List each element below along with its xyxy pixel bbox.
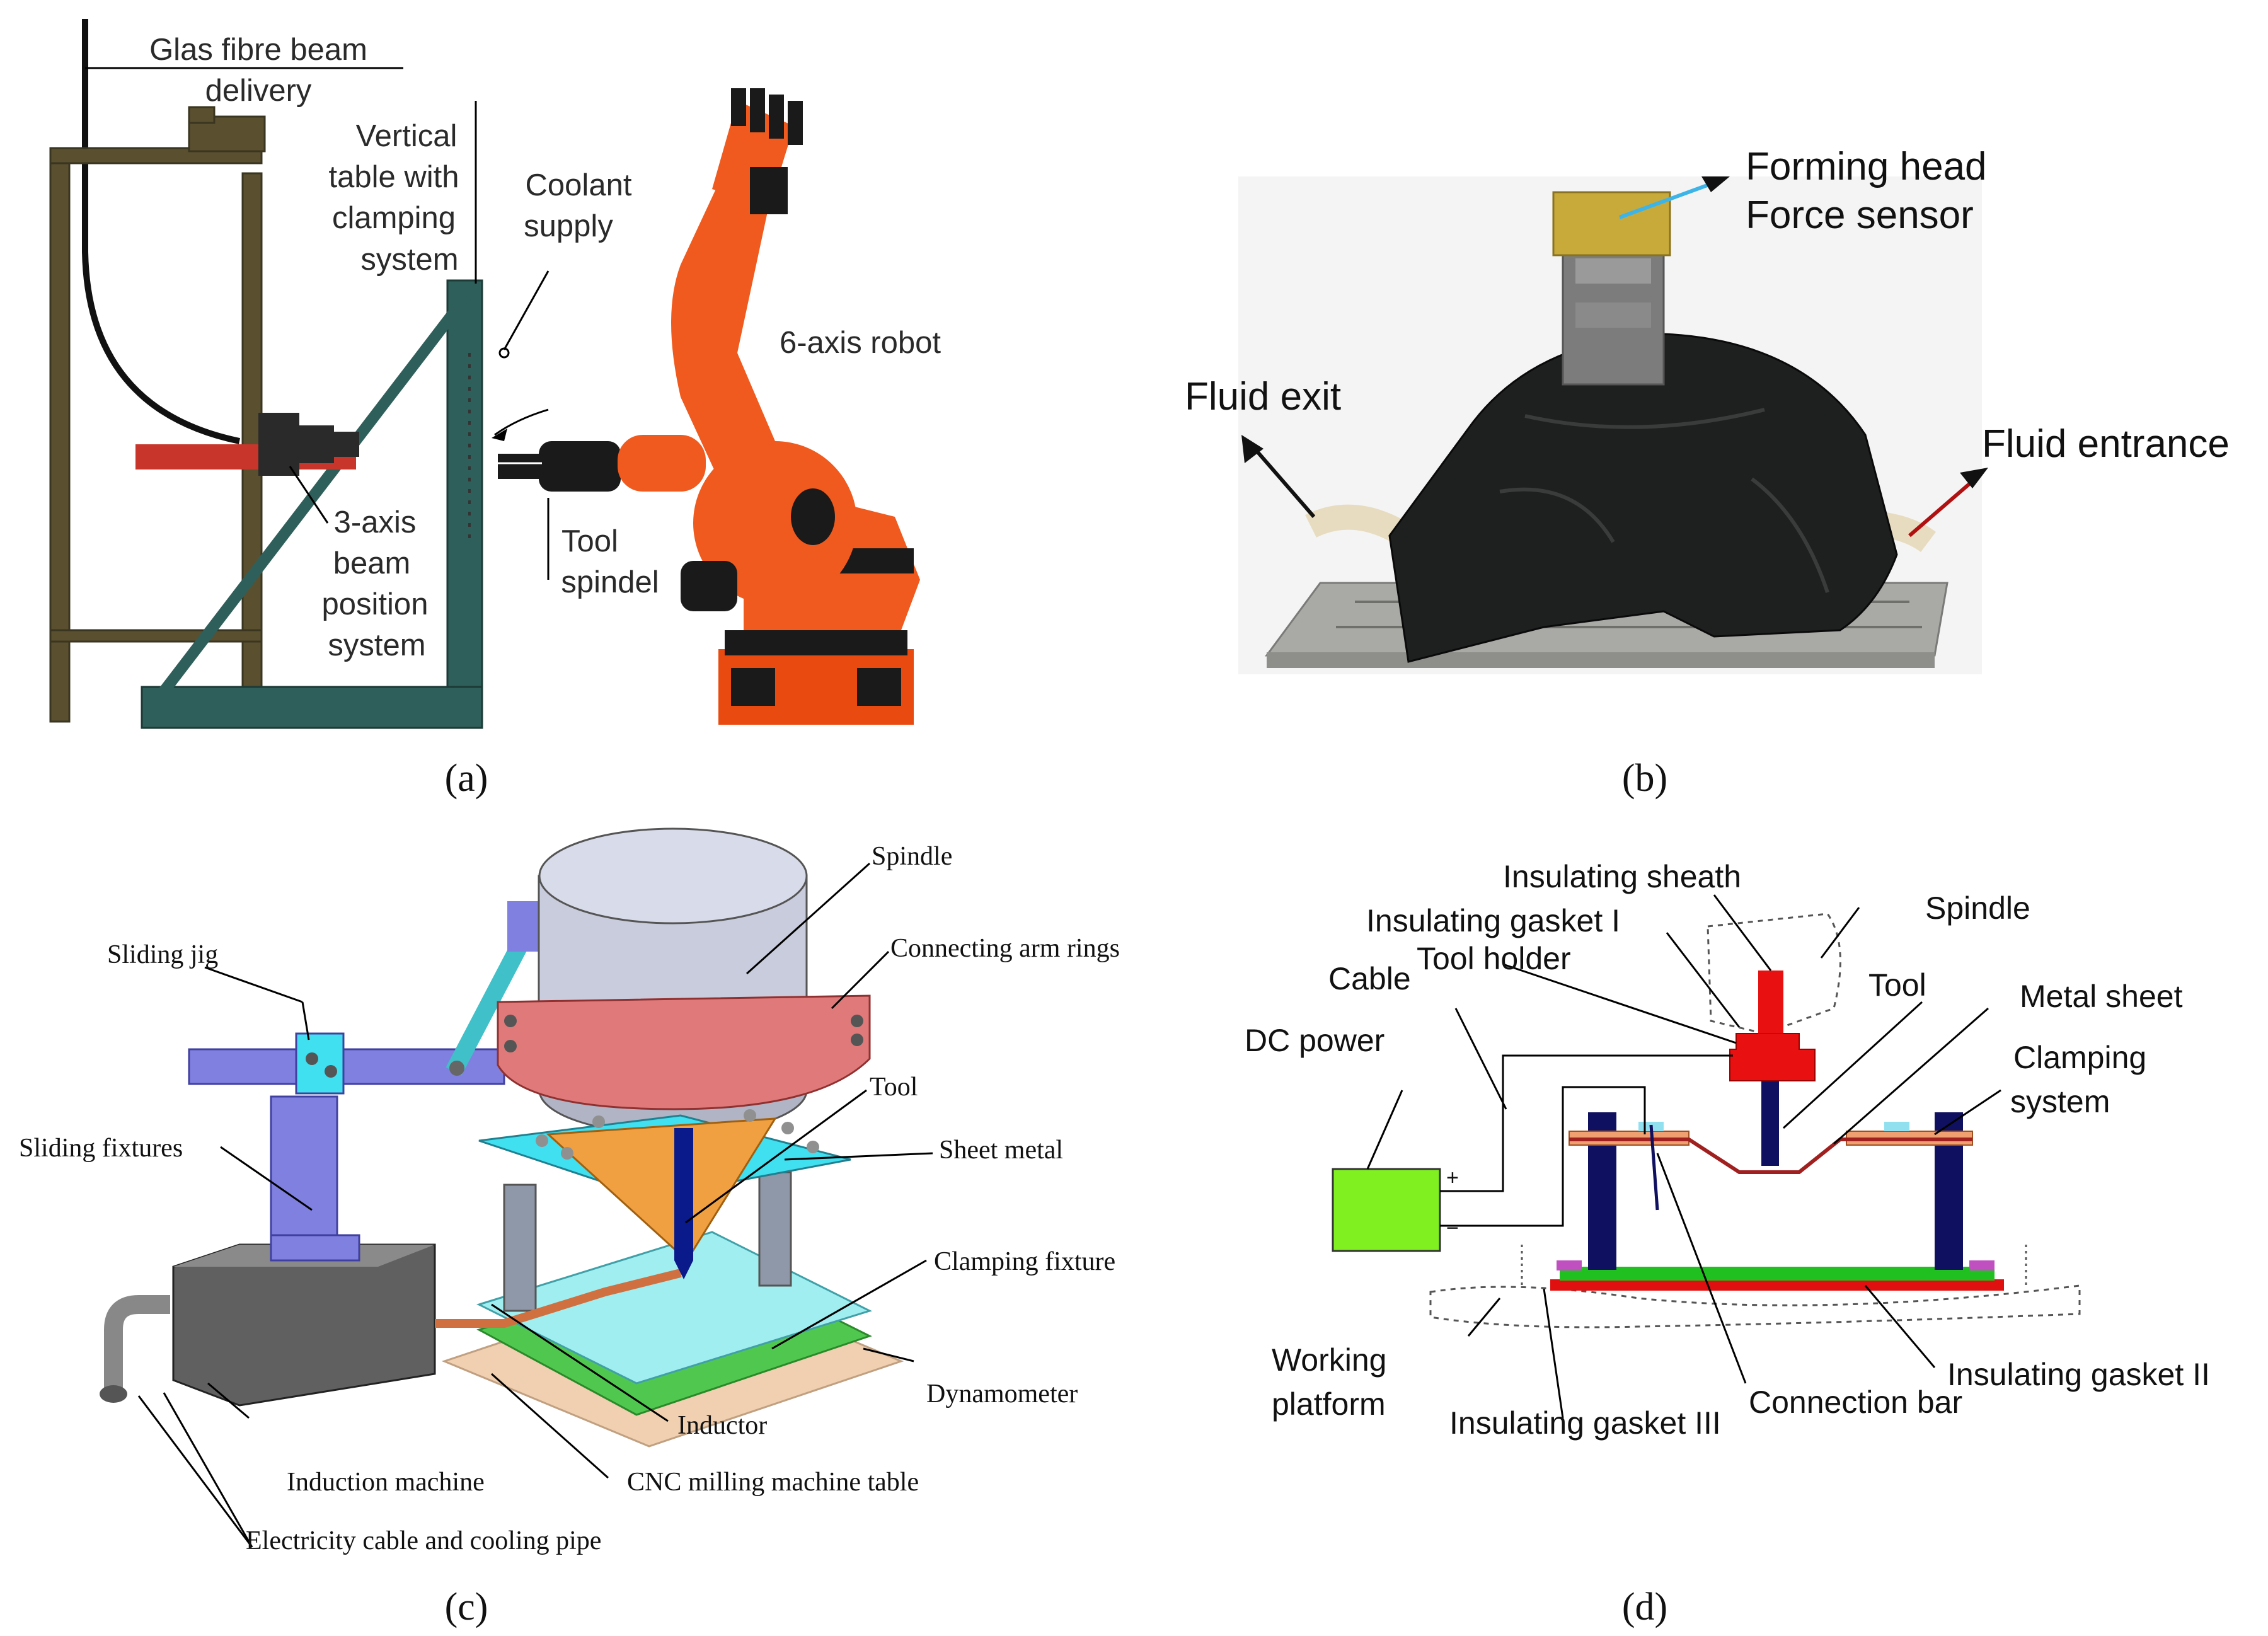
tool-label: Tool xyxy=(870,1073,918,1102)
connection-bar xyxy=(1560,1267,1995,1281)
beam-position-leader xyxy=(289,466,329,524)
working-platform-label-line-2: platform xyxy=(1272,1386,1386,1422)
connecting-arm-ring xyxy=(497,994,871,1110)
cable-pipe-label: Electricity cable and cooling pipe xyxy=(246,1526,601,1555)
panel-c-leaders xyxy=(137,862,933,1548)
tool-spindel-label-line-2: spindel xyxy=(561,565,659,599)
spindle-label: Spindle xyxy=(872,842,952,871)
panel-d: Insulating sheath Insulating gasket I Sp… xyxy=(1245,859,2210,1628)
tool-label-d: Tool xyxy=(1868,967,1926,1003)
panel-d-leaders xyxy=(1366,894,2001,1419)
coolant-leader xyxy=(503,270,550,350)
cable-plus xyxy=(1440,1054,1733,1192)
olive-frame xyxy=(49,106,266,723)
insulating-sheath-label: Insulating sheath xyxy=(1503,859,1741,894)
insulating-sheath xyxy=(1758,971,1783,1034)
forming-head-label: Forming head xyxy=(1746,145,1987,188)
tool-holder xyxy=(1729,1033,1816,1081)
working-platform-outline xyxy=(1429,1284,2081,1328)
connection-bar-label: Connection bar xyxy=(1749,1385,1962,1420)
beam-position-label-line-4: system xyxy=(328,628,425,662)
clamping-system-label-line-1: Clamping xyxy=(2013,1040,2146,1075)
dc-power-box xyxy=(1332,1168,1441,1252)
beam-position-label-line-3: position xyxy=(322,587,429,621)
inductor xyxy=(435,1269,682,1328)
vertical-table-label-line-2: table with xyxy=(328,160,459,194)
cable-minus xyxy=(1440,1086,1646,1227)
tool-spindel xyxy=(498,441,621,492)
fluid-entrance-label: Fluid entrance xyxy=(1982,422,2230,466)
tool-spindel-label-line-1: Tool xyxy=(561,524,618,558)
caption-c: (c) xyxy=(445,1586,488,1628)
working-platform-label-line-1: Working xyxy=(1272,1342,1386,1378)
glas-fibre-label-line-1: Glas fibre beam xyxy=(149,33,367,67)
fluid-entrance-arrow xyxy=(1908,474,1980,538)
panel-a: Glas fibre beam delivery Vertical table … xyxy=(49,19,941,800)
cnc-table-label: CNC milling machine table xyxy=(627,1468,919,1497)
sliding-jig xyxy=(188,1032,505,1262)
coolant-label-line-2: supply xyxy=(524,209,613,243)
minus-terminal-label: − xyxy=(1446,1216,1459,1240)
dc-power-label: DC power xyxy=(1245,1023,1384,1058)
caption-b: (b) xyxy=(1622,757,1667,800)
tool xyxy=(674,1128,693,1260)
glass-fibre-cable xyxy=(82,19,241,444)
caption-a: (a) xyxy=(445,757,488,800)
panel-c: Spindle Connecting arm rings Sliding jig… xyxy=(19,827,1120,1628)
sheet-metal-label: Sheet metal xyxy=(939,1136,1063,1165)
insulating-gasket-3-left xyxy=(1557,1260,1582,1270)
beam-position-label-line-2: beam xyxy=(333,546,411,580)
spindle-arrow xyxy=(494,408,549,436)
tool-holder-label: Tool holder xyxy=(1417,941,1571,976)
vertical-table xyxy=(141,279,483,729)
insulating-gasket-2-label: Insulating gasket II xyxy=(1947,1357,2210,1392)
glas-fibre-label-line-2: delivery xyxy=(205,74,312,108)
vertical-table-label-line-3: clamping xyxy=(332,201,456,235)
cable-label: Cable xyxy=(1328,961,1411,996)
insulating-gasket-3-label: Insulating gasket III xyxy=(1449,1405,1721,1441)
clamping-fixture-label: Clamping fixture xyxy=(934,1247,1115,1276)
metal-sheet-label: Metal sheet xyxy=(2020,979,2183,1014)
insulating-gasket-1-label: Insulating gasket I xyxy=(1366,903,1620,938)
caption-d: (d) xyxy=(1622,1586,1667,1628)
connecting-arm-rings-label: Connecting arm rings xyxy=(890,934,1120,963)
tool xyxy=(1761,1071,1779,1166)
robot-label: 6-axis robot xyxy=(780,326,941,360)
forming-head-arrow xyxy=(1618,181,1715,219)
insulating-gasket-2 xyxy=(1550,1279,2004,1291)
membrane xyxy=(1388,333,1898,663)
force-sensor-label: Force sensor xyxy=(1746,193,1974,237)
clamping-system-label-line-2: system xyxy=(2010,1084,2110,1119)
connecting-arm xyxy=(446,935,531,1076)
metal-sheet xyxy=(1569,1138,1972,1174)
panel-b: Forming head Force sensor Fluid exit Flu… xyxy=(1185,145,2230,800)
plus-terminal-label: + xyxy=(1446,1166,1459,1190)
sliding-jig-label: Sliding jig xyxy=(107,940,218,969)
dynamometer-label: Dynamometer xyxy=(926,1380,1078,1408)
beam-position-head xyxy=(258,413,359,476)
spindle-label-d: Spindle xyxy=(1925,890,2030,926)
fluid-exit-label: Fluid exit xyxy=(1185,375,1341,418)
robot-6-axis xyxy=(618,88,920,725)
vertical-table-label-line-4: system xyxy=(360,243,458,277)
induction-machine xyxy=(100,1243,436,1407)
induction-machine-label: Induction machine xyxy=(287,1468,485,1497)
coolant-label-line-1: Coolant xyxy=(526,168,632,202)
vertical-table-label-line-1: Vertical xyxy=(356,119,458,153)
sliding-fixtures-label: Sliding fixtures xyxy=(19,1134,183,1163)
fluid-exit-arrow xyxy=(1249,443,1316,518)
inductor-label: Inductor xyxy=(677,1411,767,1440)
beam-position-label-line-1: 3-axis xyxy=(334,505,417,539)
sheet-metal xyxy=(546,1117,777,1262)
force-sensor-block xyxy=(1552,191,1671,256)
